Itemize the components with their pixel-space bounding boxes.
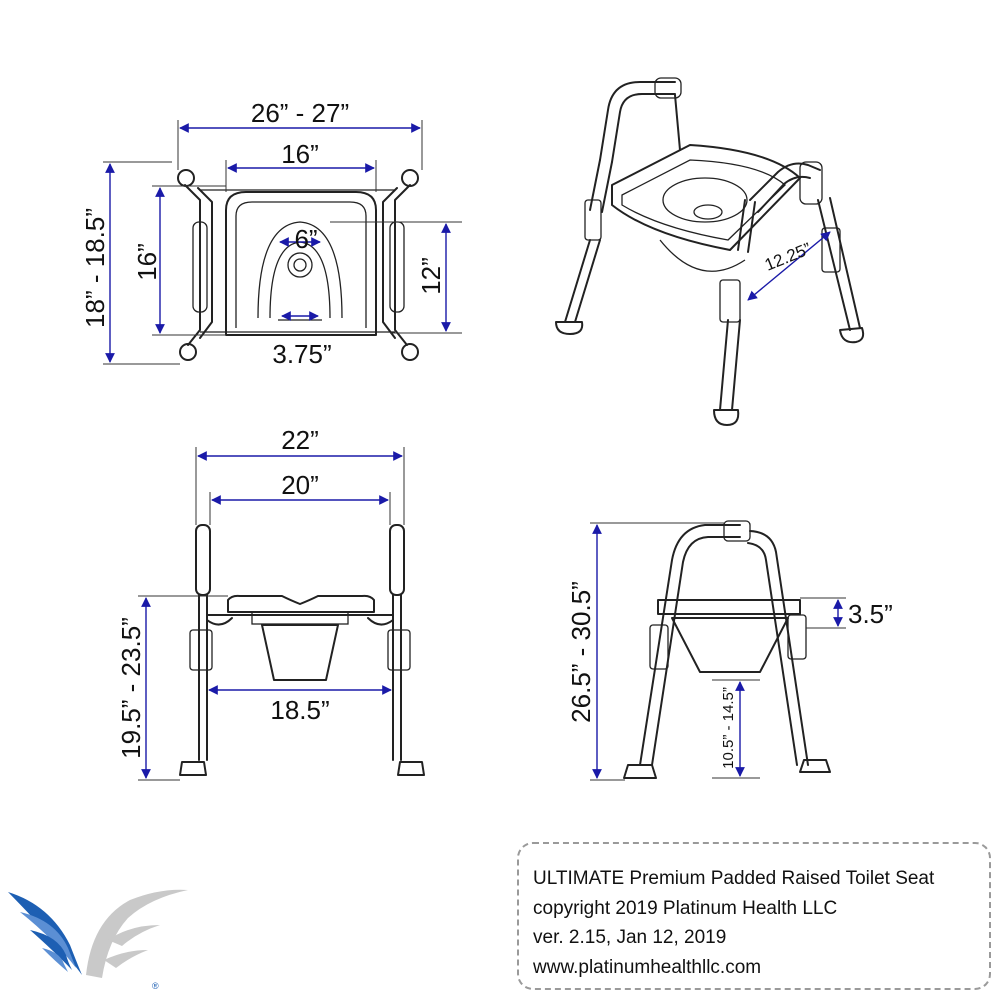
iso-view-seat xyxy=(611,144,801,272)
front-leg-inner-width-label: 18.5” xyxy=(270,695,329,725)
front-view: 22” 20” 18.5” 19.5” - 23.5” xyxy=(116,425,425,781)
platinum-health-logo: ® xyxy=(8,889,188,991)
side-seat-thickness-label: 3.5” xyxy=(848,599,893,629)
top-seat-width-label: 16” xyxy=(281,139,319,169)
top-overall-depth-label: 18” - 18.5” xyxy=(80,208,110,328)
top-view: 26” - 27” 16” 6” 18” - 18.5” 16” 12” 3.7… xyxy=(80,98,462,369)
front-view-frame xyxy=(179,524,425,776)
side-view-seat xyxy=(657,599,801,673)
side-bucket-clearance-label: 10.5” - 14.5” xyxy=(720,687,737,769)
top-seat-depth-label: 16” xyxy=(132,243,162,281)
top-opening-width-label: 6” xyxy=(294,224,317,254)
front-seat-height-label: 19.5” - 23.5” xyxy=(116,617,146,759)
top-front-gap-label: 3.75” xyxy=(272,339,331,369)
side-overall-height-label: 26.5” - 30.5” xyxy=(566,581,596,723)
side-view: 26.5” - 30.5” 3.5” 10.5” - 14.5” xyxy=(566,520,893,781)
front-overall-width-label: 22” xyxy=(281,425,319,455)
front-arm-inner-width-label: 20” xyxy=(281,470,319,500)
product-name: ULTIMATE Premium Padded Raised Toilet Se… xyxy=(533,868,935,889)
website-url: www.platinumhealthllc.com xyxy=(533,956,762,978)
top-overall-width-label: 26” - 27” xyxy=(251,98,349,128)
copyright-notice: copyright 2019 Platinum Health LLC xyxy=(533,897,838,919)
iso-armrest-height-label: 12.25” xyxy=(762,239,814,275)
top-view-frame xyxy=(177,169,419,361)
registered-mark: ® xyxy=(152,981,159,991)
top-view-seat xyxy=(225,191,377,336)
front-view-seat xyxy=(227,594,375,681)
version-info: ver. 2.15, Jan 12, 2019 xyxy=(533,927,727,948)
iso-view: 12.25” xyxy=(555,77,865,426)
side-view-frame xyxy=(623,520,831,779)
product-info-box: ULTIMATE Premium Padded Raised Toilet Se… xyxy=(517,842,991,990)
iso-view-frame xyxy=(555,77,865,426)
top-opening-depth-label: 12” xyxy=(416,257,446,295)
